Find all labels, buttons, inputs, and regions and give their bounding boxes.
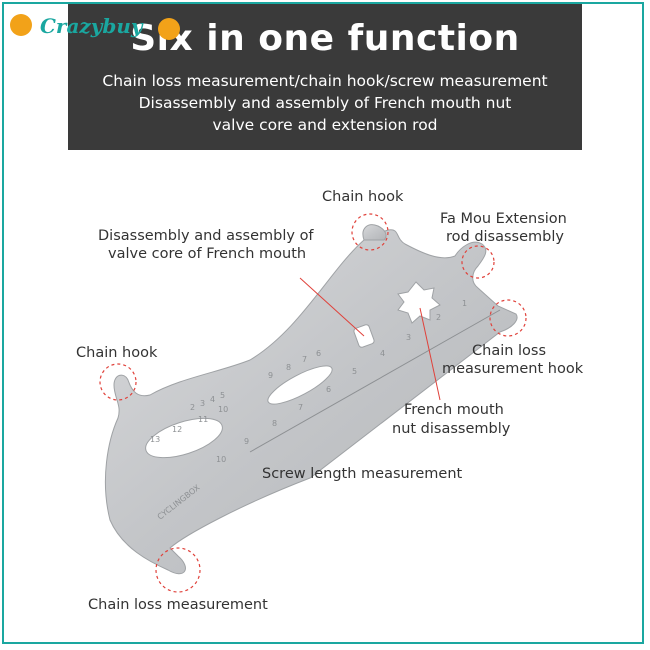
- highlight-chain-hook-left: [99, 363, 137, 401]
- banner-subtitle-line-1: Chain loss measurement/chain hook/screw …: [102, 72, 548, 90]
- logo-dot-left: [10, 14, 32, 36]
- ruler-number: 9: [244, 437, 249, 446]
- ruler-number: 10: [216, 455, 226, 464]
- label-valve-core-line-2: valve core of French mouth: [108, 246, 307, 262]
- banner-subtitle-line-2: Disassembly and assembly of French mouth…: [138, 94, 512, 112]
- ruler-number: 3: [406, 333, 411, 342]
- ruler-ticks: [249, 309, 501, 453]
- banner-subtitle-line-3: valve core and extension rod: [212, 116, 438, 134]
- slot-number: 3: [200, 399, 205, 408]
- label-nut-line-1: French mouth: [404, 402, 504, 418]
- highlight-chain-hook-top: [351, 213, 389, 251]
- logo-text: Crazybuy: [40, 14, 143, 38]
- brand-logo: Crazybuy: [0, 0, 200, 50]
- leader-lines: [299, 277, 441, 401]
- ruler-number: 7: [298, 403, 303, 412]
- label-chain-hook-left: Chain hook: [76, 345, 158, 361]
- title-banner: Six in one function Chain loss measureme…: [68, 4, 582, 150]
- middle-slot: [267, 365, 333, 405]
- label-extension-line-2: rod disassembly: [446, 229, 564, 245]
- highlight-chain-loss: [155, 547, 201, 593]
- slot-number: 5: [220, 391, 225, 400]
- label-nut-line-2: nut disassembly: [392, 421, 511, 437]
- banner-title: Six in one function: [130, 18, 520, 59]
- slot-number: 12: [172, 425, 182, 434]
- slot-number: 9: [268, 371, 273, 380]
- highlight-circles: [99, 213, 527, 593]
- ruler-number: 1: [462, 299, 467, 308]
- label-extension-line-1: Fa Mou Extension: [440, 211, 567, 227]
- slot-number: 11: [198, 415, 208, 424]
- slot-number: 6: [316, 349, 321, 358]
- label-loss-hook-line-2: measurement hook: [442, 361, 584, 377]
- top-hook: [362, 224, 387, 241]
- highlight-loss-hook: [489, 299, 527, 337]
- label-loss-hook-line-1: Chain loss: [472, 343, 547, 359]
- ruler-number: 8: [272, 419, 277, 428]
- slot-number: 10: [218, 405, 228, 414]
- image-border: [2, 2, 644, 644]
- ruler-number: 5: [352, 367, 357, 376]
- highlight-extension-rod: [461, 245, 495, 279]
- label-chain-loss-measurement: Chain loss measurement: [88, 597, 268, 613]
- ruler-number: 4: [380, 349, 385, 358]
- slot-number: 2: [190, 403, 195, 412]
- leader-nut: [419, 307, 441, 401]
- ruler-number: 2: [436, 313, 441, 322]
- label-screw-measurement: Screw length measurement: [262, 466, 463, 482]
- logo-dot-right: [158, 18, 180, 40]
- leader-valve-core: [299, 277, 365, 337]
- slot-number: 13: [150, 435, 160, 444]
- slot-number: 4: [210, 395, 215, 404]
- slot-number: 7: [302, 355, 307, 364]
- ruler-number: 6: [326, 385, 331, 394]
- slot-number: 8: [286, 363, 291, 372]
- label-chain-hook-top: Chain hook: [322, 189, 404, 205]
- large-slot: [145, 417, 223, 459]
- label-valve-core-line-1: Disassembly and assembly of: [98, 228, 314, 244]
- star-nut-hole: [397, 281, 441, 324]
